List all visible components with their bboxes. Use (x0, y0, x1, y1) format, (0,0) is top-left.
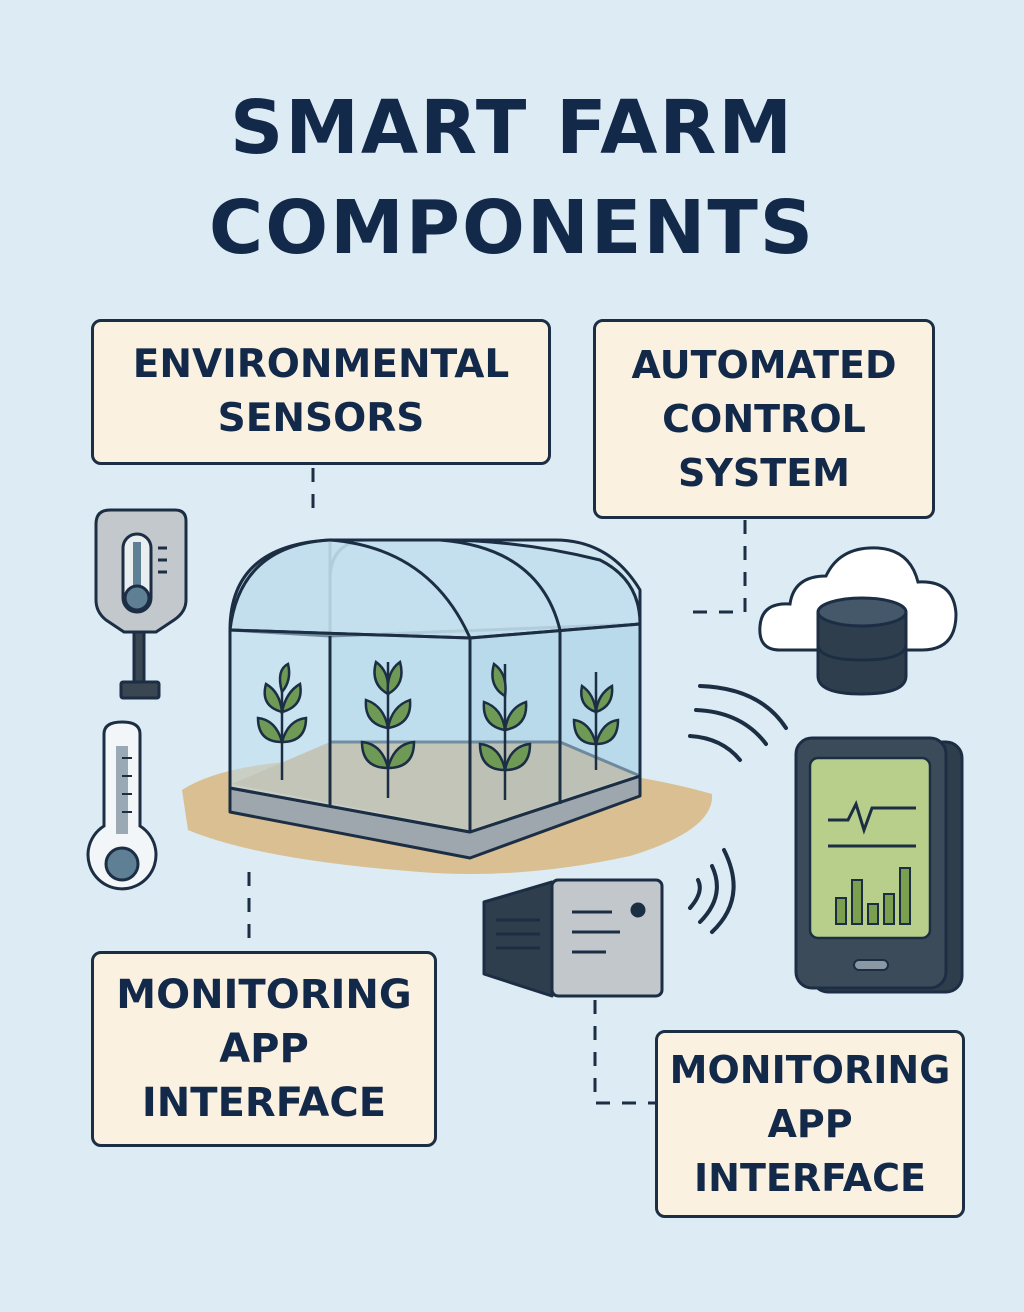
monitoring-app-interface-box-left: MONITORING APP INTERFACE (91, 951, 437, 1147)
plant-icon (360, 659, 416, 798)
box-line: APP (767, 1102, 853, 1146)
controller-unit-icon (482, 878, 664, 998)
plant-icon (572, 672, 620, 770)
thermometer-sensor-icon (94, 508, 188, 700)
thermometer-icon (86, 720, 158, 891)
title-line-1: SMART FARM (229, 85, 795, 171)
wireless-signal-icon (688, 848, 736, 934)
plant-icon (256, 662, 308, 780)
connector-monitoring-right (593, 1000, 655, 1105)
box-line: ENVIRONMENTAL (132, 342, 510, 387)
box-line: MONITORING (669, 1048, 951, 1092)
box-line: INTERFACE (141, 1080, 387, 1126)
title-line-2: COMPONENTS (208, 185, 816, 271)
environmental-sensors-box: ENVIRONMENTAL SENSORS (91, 319, 551, 465)
box-line: MONITORING (116, 972, 412, 1018)
monitoring-app-interface-box-right: MONITORING APP INTERFACE (655, 1030, 965, 1218)
box-line: SENSORS (217, 396, 425, 441)
greenhouse-icon (182, 538, 713, 874)
box-line: APP (219, 1026, 309, 1072)
plant-icon (478, 661, 532, 800)
box-line: AUTOMATED (631, 343, 897, 387)
connectors (247, 468, 747, 1105)
cloud-database-icon (758, 546, 958, 696)
diagram-title: SMART FARM COMPONENTS (0, 78, 1024, 278)
box-line: INTERFACE (694, 1156, 926, 1200)
tablet-dashboard-icon (794, 736, 964, 994)
box-line: SYSTEM (678, 451, 850, 495)
automated-control-system-box: AUTOMATED CONTROL SYSTEM (593, 319, 935, 519)
wireless-signal-icon (688, 684, 788, 762)
connector-automated-control (686, 520, 747, 614)
box-line: CONTROL (662, 397, 866, 441)
